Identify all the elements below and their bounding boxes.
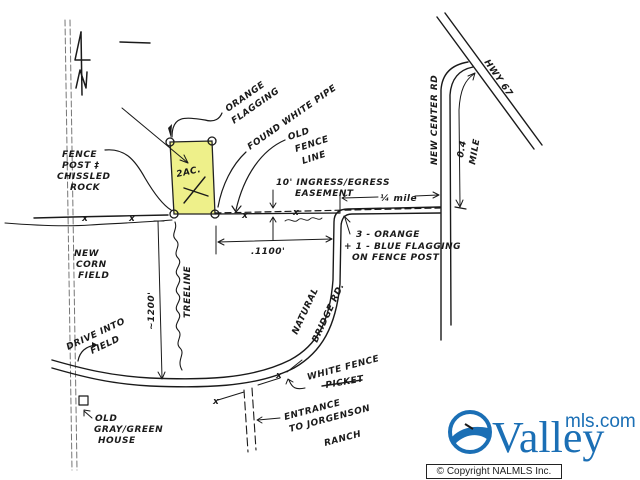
- svg-text:HWY 67: HWY 67: [482, 58, 515, 99]
- svg-text:0.4: 0.4: [456, 140, 469, 159]
- point-four-mile-dimension: 0.4 MILE: [454, 72, 483, 210]
- old-house: OLD GRAY/GREEN HOUSE: [78, 395, 163, 446]
- svg-text:CHISSLED: CHISSLED: [57, 172, 111, 182]
- flagging-note-annotation: 3 - ORANGE + 1 - BLUE FLAGGING ON FENCE …: [340, 215, 461, 263]
- distance-1100-dimension: .1100': [215, 225, 333, 257]
- svg-text:EASEMENT: EASEMENT: [295, 189, 354, 199]
- svg-text:x: x: [81, 214, 89, 224]
- svg-text:GRAY/GREEN: GRAY/GREEN: [94, 425, 163, 435]
- svg-text:FIELD: FIELD: [78, 271, 109, 281]
- parcel-2-acres: 2AC.: [121, 107, 220, 219]
- svg-text:~1200': ~1200': [147, 292, 157, 330]
- svg-text:Valley: Valley: [492, 413, 604, 462]
- svg-text:10' INGRESS/EGRESS: 10' INGRESS/EGRESS: [276, 178, 390, 188]
- copyright-notice: © Copyright NALMLS Inc.: [426, 464, 562, 479]
- quarter-mile-dimension: ¼ mile: [339, 191, 440, 213]
- svg-text:NEW CENTER RD: NEW CENTER RD: [430, 75, 440, 165]
- new-center-road: NEW CENTER RD: [430, 61, 474, 341]
- svg-text:HOUSE: HOUSE: [98, 436, 136, 446]
- svg-text:¼ mile: ¼ mile: [380, 193, 417, 204]
- svg-text:+ 1 - BLUE FLAGGING: + 1 - BLUE FLAGGING: [344, 242, 461, 252]
- valleymls-logo: Valley mls.com: [448, 410, 636, 462]
- svg-text:3 - ORANGE: 3 - ORANGE: [356, 230, 420, 240]
- west-boundary-line: [64, 19, 78, 471]
- svg-text:x: x: [212, 397, 220, 407]
- svg-text:OLD: OLD: [95, 414, 117, 424]
- white-fence: x x WHITE FENCE PICKET: [212, 354, 381, 407]
- north-arrow-icon: [74, 31, 91, 96]
- fence-post-annotation: FENCE POST ‡ CHISSLED ROCK: [57, 149, 172, 211]
- svg-text:ROCK: ROCK: [70, 183, 101, 193]
- svg-text:x: x: [275, 371, 283, 381]
- new-corn-field-label: NEW CORN FIELD: [74, 249, 109, 281]
- svg-text:POST ‡: POST ‡: [62, 161, 100, 171]
- treeline: TREELINE: [173, 221, 193, 371]
- svg-text:mls.com: mls.com: [565, 411, 636, 432]
- scale-mark: [119, 41, 151, 44]
- svg-text:ON FENCE POST: ON FENCE POST: [352, 253, 440, 263]
- distance-1200-dimension: ~1200': [147, 220, 166, 380]
- fence-line: x x x x: [4, 189, 441, 241]
- easement-annotation: 10' INGRESS/EGRESS EASEMENT: [276, 178, 390, 199]
- natural-bridge-road-label: NATURAL BRIDGE RD.: [291, 282, 347, 344]
- svg-text:x: x: [292, 208, 300, 218]
- svg-text:MILE: MILE: [468, 138, 482, 166]
- entrance-jorgenson-ranch: ENTRANCE TO JORGENSON RANCH: [243, 387, 372, 453]
- svg-text:TREELINE: TREELINE: [183, 266, 193, 318]
- orange-flagging-annotation: ORANGE FLAGGING: [171, 80, 282, 138]
- old-fence-line-annotation: OLD FENCE LINE: [231, 126, 331, 213]
- drive-into-field-annotation: DRIVE INTO FIELD: [65, 317, 127, 362]
- svg-text:.1100': .1100': [251, 247, 285, 257]
- svg-text:RANCH: RANCH: [323, 429, 362, 449]
- svg-text:x: x: [128, 214, 136, 224]
- svg-text:CORN: CORN: [76, 260, 107, 270]
- svg-text:FENCE: FENCE: [62, 150, 97, 160]
- svg-text:NEW: NEW: [74, 249, 100, 259]
- svg-text:x: x: [241, 211, 249, 221]
